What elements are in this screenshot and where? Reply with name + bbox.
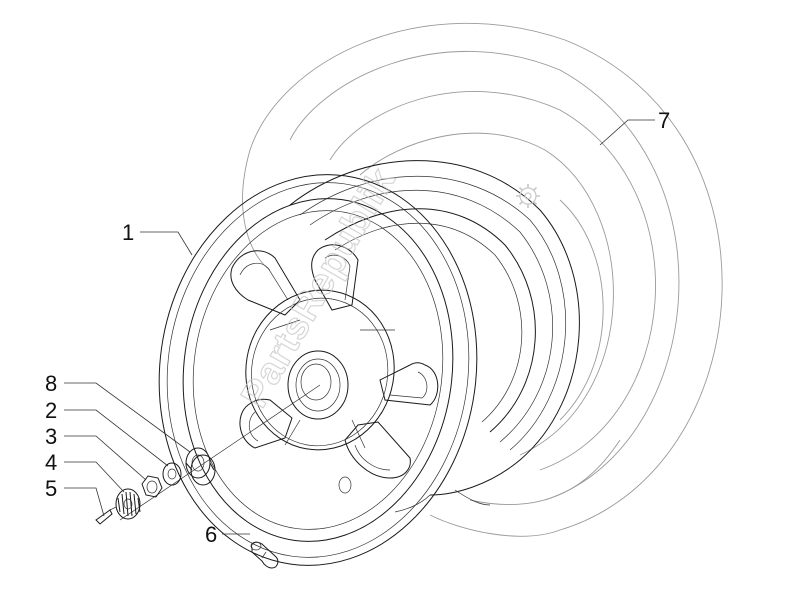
leader-lines — [64, 119, 655, 535]
wheel-rim — [158, 174, 478, 566]
wheel-hub — [245, 289, 395, 451]
tire — [242, 22, 723, 537]
valve-hole — [338, 476, 352, 494]
callout-6: 6 — [205, 522, 217, 547]
callout-2: 2 — [45, 398, 57, 423]
watermark-gear-icon — [516, 184, 540, 208]
wheel-spokes — [230, 244, 439, 479]
callout-4: 4 — [45, 450, 57, 475]
callout-7: 7 — [658, 108, 670, 133]
rim-barrel — [289, 160, 580, 513]
castle-nut — [115, 488, 141, 520]
callout-3: 3 — [45, 424, 57, 449]
spacer — [185, 447, 216, 486]
callout-8: 8 — [45, 371, 57, 396]
axis-line — [119, 384, 321, 521]
callout-5: 5 — [45, 476, 57, 501]
nut — [141, 475, 163, 498]
washer — [162, 462, 182, 486]
cotter-pin — [95, 506, 117, 525]
valve-stem — [250, 541, 279, 569]
callout-labels: 1 2 3 4 5 6 7 8 — [45, 108, 670, 547]
callout-1: 1 — [122, 220, 134, 245]
